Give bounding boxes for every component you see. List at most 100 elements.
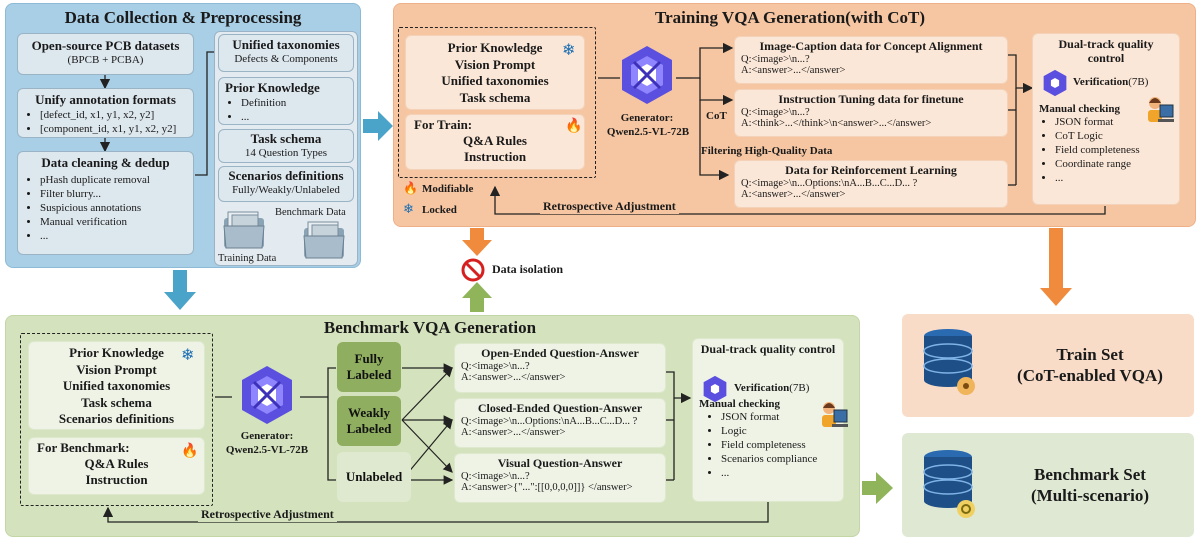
prior-item: ...: [241, 110, 347, 124]
for-benchmark-line: Q&A Rules: [84, 456, 149, 471]
for-train-line: Q&A Rules: [463, 133, 527, 148]
closed-ended-output: Closed-Ended Question-Answer Q:<image>\n…: [454, 398, 666, 448]
output-q: Q:<image>\n...Options:\nA...B...C...D...…: [461, 416, 638, 427]
person-computer-icon: [1148, 97, 1174, 122]
prior-title: Prior Knowledge: [225, 80, 320, 95]
training-verification: Verification(7B): [1073, 76, 1148, 88]
training-title: Training VQA Generation(with CoT): [655, 8, 925, 27]
output-a: A:<answer>...</answer>: [741, 65, 846, 76]
quality-title: Dual-track quality control: [1058, 37, 1154, 65]
output-q: Q:<image>\n...Options:\nA...B...C...D...…: [741, 178, 918, 189]
fully-labeled-badge: Fully Labeled: [337, 342, 401, 392]
training-retro-label: Retrospective Adjustment: [540, 199, 679, 214]
cleaning-item: pHash duplicate removal: [40, 173, 187, 187]
train-set-title: Train Set: [1056, 345, 1124, 364]
cleaning-box: Data cleaning & dedup pHash duplicate re…: [17, 151, 194, 255]
quality-item: Coordinate range: [1055, 157, 1173, 171]
output-a: A:<answer>...</answer>: [741, 189, 846, 200]
person-computer-icon: [822, 402, 848, 427]
for-benchmark-line: Instruction: [85, 472, 148, 487]
unify-item: [component_id, x1, y1, x2, y2]: [40, 122, 187, 136]
task-schema-box: Task schema 14 Question Types: [218, 129, 354, 163]
database-icon: [923, 329, 975, 395]
datasets-title: Open-source PCB datasets: [31, 38, 180, 53]
cot-label: CoT: [706, 110, 727, 122]
fire-icon: 🔥: [565, 119, 583, 134]
prompt-line: Unified taxonomies: [62, 378, 171, 393]
benchmark-generator-label: Generator:: [240, 430, 294, 442]
prompt-line: Task schema: [459, 89, 531, 105]
benchmark-retro-label: Retrospective Adjustment: [198, 507, 337, 522]
quality-item: JSON format: [721, 410, 837, 424]
quality-title: Dual-track quality control: [700, 342, 836, 356]
benchmark-data-label: Benchmark Data: [275, 207, 346, 218]
benchmark-prompt-frame: [20, 333, 213, 506]
unify-title: Unify annotation formats: [35, 92, 176, 107]
verification-label: Verification: [734, 382, 790, 394]
taxonomies-box: Unified taxonomies Defects & Components: [218, 34, 354, 72]
training-prompt-frame: [398, 27, 596, 178]
verification-size: (7B): [789, 382, 810, 394]
for-train-title: For Train:: [414, 117, 473, 132]
datasets-box: Open-source PCB datasets (BPCB + PCBA): [17, 33, 194, 75]
taxonomies-title: Unified taxonomies: [232, 37, 340, 52]
training-data-label: Training Data: [218, 253, 277, 264]
train-set-sub: (CoT-enabled VQA): [1017, 366, 1163, 385]
prompt-line: Task schema: [81, 394, 152, 410]
manual-checking-label: Manual checking: [1039, 103, 1120, 115]
cleaning-item: Manual verification: [40, 215, 187, 229]
output-title: Instruction Tuning data for finetune: [778, 92, 964, 106]
unify-box: Unify annotation formats [defect_id, x1,…: [17, 88, 194, 138]
output-q: Q:<image>\n...?: [461, 361, 530, 372]
prompt-line: Vision Prompt: [76, 361, 157, 377]
verification-size: (7B): [1128, 76, 1149, 88]
prompt-line: Prior Knowledge: [447, 40, 543, 55]
unify-item: [defect_id, x1, y1, x2, y2]: [40, 108, 187, 122]
schema-sub: 14 Question Types: [244, 147, 328, 159]
output-a: A:<answer>...</answer>: [461, 427, 566, 438]
quality-item: Scenarios compliance: [721, 452, 837, 466]
quality-item: Logic: [721, 424, 837, 438]
training-output-caption: Image-Caption data for Concept Alignment…: [734, 36, 1008, 84]
output-title: Open-Ended Question-Answer: [481, 346, 639, 360]
quality-item: Field completeness: [721, 438, 837, 452]
legend-fire-icon: 🔥: [403, 181, 418, 195]
visual-qa-output: Visual Question-Answer Q:<image>\n...? A…: [454, 453, 666, 503]
qwen-small-logo-icon: [703, 375, 727, 403]
prompt-line: Unified taxonomies: [441, 73, 549, 88]
output-q: Q:<image>\n...?: [741, 54, 810, 65]
quality-item: ...: [721, 466, 837, 480]
datasets-sub: (BPCB + PCBA): [67, 54, 144, 66]
benchmark-folder-icon: [303, 221, 345, 259]
quality-item: ...: [1055, 171, 1173, 185]
prompt-line: Scenarios definitions: [58, 411, 175, 426]
benchmark-verification: Verification(7B): [734, 382, 809, 394]
open-ended-output: Open-Ended Question-Answer Q:<image>\n..…: [454, 343, 666, 393]
prior-item: Definition: [241, 96, 347, 110]
manual-checking-label: Manual checking: [699, 398, 780, 410]
taxonomies-sub: Defects & Components: [234, 53, 338, 65]
scenarios-title: Scenarios definitions: [228, 168, 344, 183]
output-q: Q:<image>\n...?: [461, 471, 530, 482]
quality-item: Field completeness: [1055, 143, 1173, 157]
training-output-rl: Data for Reinforcement Learning Q:<image…: [734, 160, 1008, 208]
benchmark-generator-model: Qwen2.5-VL-72B: [225, 444, 309, 456]
qwen-logo-icon: [622, 46, 672, 104]
output-title: Visual Question-Answer: [497, 456, 623, 470]
for-benchmark-box: For Benchmark: Q&A Rules Instruction: [28, 437, 205, 495]
schema-title: Task schema: [250, 131, 322, 146]
scenarios-sub: Fully/Weakly/Unlabeled: [232, 184, 340, 196]
benchmark-set-sub: (Multi-scenario): [1030, 486, 1150, 505]
output-title: Data for Reinforcement Learning: [785, 163, 957, 177]
database-icon: [923, 450, 975, 518]
quality-item: CoT Logic: [1055, 129, 1173, 143]
qwen-small-logo-icon: [1043, 69, 1067, 97]
legend-snowflake-icon: ❄: [403, 201, 414, 216]
scenarios-box: Scenarios definitions Fully/Weakly/Unlab…: [218, 166, 354, 202]
no-entry-icon: [461, 258, 485, 282]
training-folder-icon: [223, 211, 265, 249]
legend-locked: Locked: [422, 204, 457, 216]
output-a: A:<think>...</think>\n<answer>...</answe…: [741, 118, 932, 129]
for-train-box: For Train: Q&A Rules Instruction: [405, 114, 585, 170]
cleaning-item: ...: [40, 229, 187, 243]
